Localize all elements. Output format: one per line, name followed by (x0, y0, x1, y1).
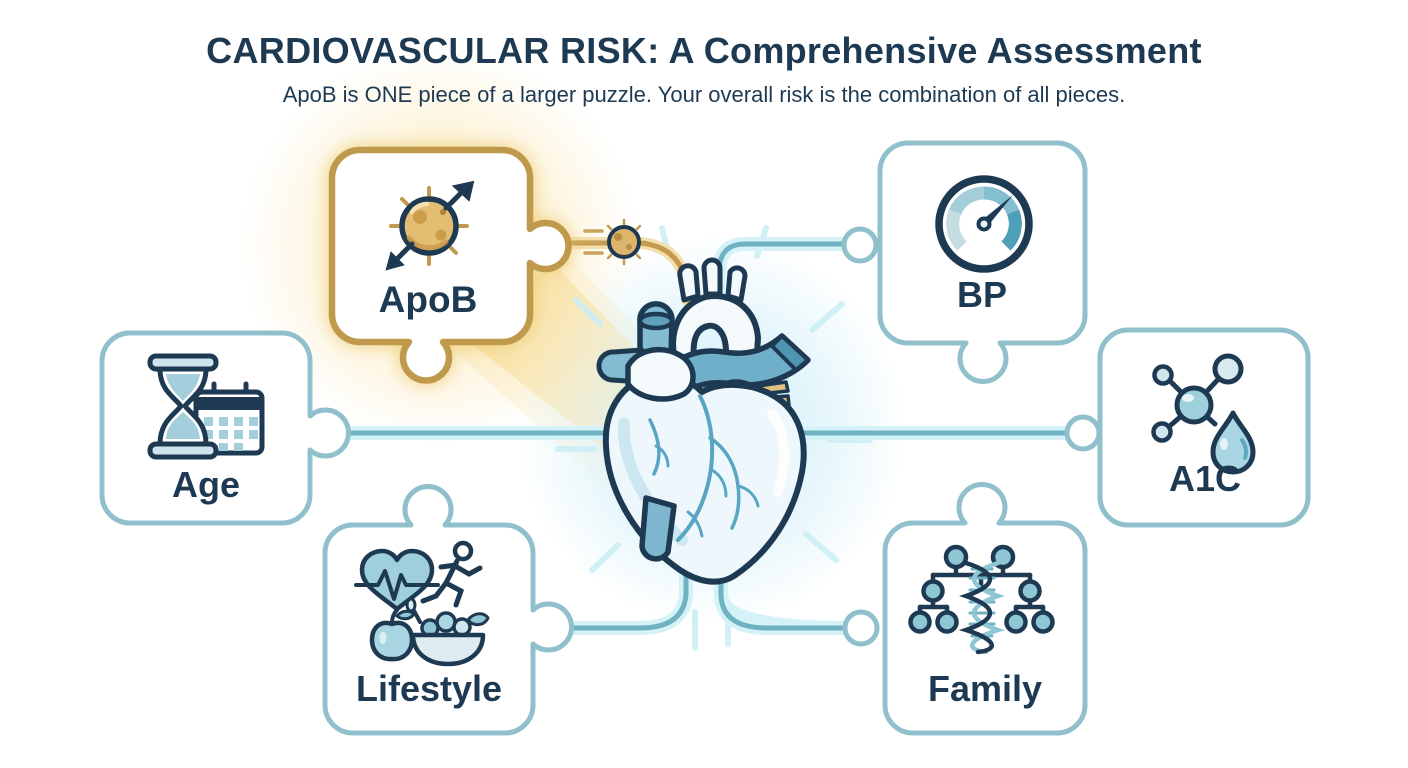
piece-label-bp: BP (956, 274, 1007, 315)
heart-ecg-icon (354, 548, 440, 612)
connector-family (714, 553, 857, 635)
salad-bowl-icon (405, 597, 490, 667)
piece-label-apob: ApoB (378, 279, 478, 320)
piece-label-family: Family (927, 668, 1043, 709)
page-subtitle: ApoB is ONE piece of a larger puzzle. Yo… (282, 82, 1126, 107)
piece-label-a1c: A1C (1168, 458, 1242, 499)
traveling-particle-icon (578, 218, 648, 266)
page-title: CARDIOVASCULAR RISK: A Comprehensive Ass… (206, 30, 1202, 71)
puzzle-piece-a1c (1097, 327, 1311, 528)
puzzle-piece-lifestyle (322, 484, 574, 736)
droplet-icon (1210, 410, 1256, 475)
runner-icon (420, 540, 483, 608)
socket-bp (841, 226, 879, 264)
piece-label-age: Age (171, 464, 240, 505)
blood-pressure-gauge-icon (935, 175, 1033, 273)
socket-a1c (1064, 414, 1102, 452)
dna-icon (958, 560, 1006, 655)
connector-lifestyle (567, 544, 693, 635)
piece-label-lifestyle: Lifestyle (355, 668, 503, 709)
family-tree-icon (908, 544, 1055, 634)
anatomical-heart-icon (596, 257, 811, 585)
socket-family (842, 609, 880, 647)
lipoprotein-particle-icon (385, 180, 475, 271)
puzzle-piece-apob (328, 146, 572, 384)
puzzle-piece-family (882, 482, 1088, 736)
glucose-molecule-icon (1151, 353, 1244, 443)
hourglass-icon (147, 353, 219, 460)
expand-arrows-icon (385, 180, 475, 271)
apple-icon (369, 608, 416, 662)
